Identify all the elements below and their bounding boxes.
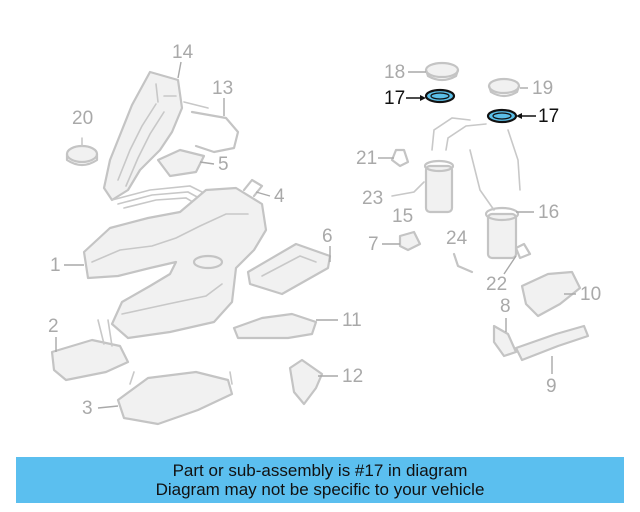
svg-text:13: 13 [212,78,233,99]
part-2-strap [50,319,130,382]
label-6: 6 [322,226,333,262]
label-1: 1 [50,255,84,276]
label-20: 20 [72,108,93,129]
label-17-left: 17 [384,88,426,109]
label-23: 23 [362,188,383,209]
part-17-seal-ring-right [486,108,518,124]
part-22-clip [514,242,532,260]
label-14: 14 [172,42,194,79]
label-5: 5 [199,154,229,175]
svg-text:1: 1 [50,255,61,276]
part-17-seal-ring-left [424,88,456,104]
label-10: 10 [564,284,601,305]
svg-text:2: 2 [48,316,59,337]
label-2: 2 [48,316,59,352]
part-11-bracket [232,312,318,340]
svg-text:5: 5 [218,154,229,175]
svg-text:15: 15 [392,206,413,227]
label-18: 18 [384,62,426,83]
svg-text:21: 21 [356,148,377,169]
banner-line-1: Part or sub-assembly is #17 in diagram [172,461,468,480]
part-24-bracket [452,252,474,274]
svg-text:14: 14 [172,42,194,63]
info-banner: Part or sub-assembly is #17 in diagram D… [16,457,624,503]
svg-text:8: 8 [500,296,511,317]
svg-text:18: 18 [384,62,405,83]
part-19-retainer [487,77,521,98]
svg-text:19: 19 [532,78,553,99]
part-14-filler-neck [102,70,184,202]
svg-text:23: 23 [362,188,383,209]
svg-text:16: 16 [538,202,559,223]
part-4-bracket [242,178,264,198]
part-7-sensor [398,230,422,252]
part-20-cap [65,137,99,167]
part-10-heat-shield [520,270,582,318]
svg-text:17: 17 [384,88,405,109]
label-19: 19 [520,78,553,99]
svg-text:11: 11 [342,310,362,331]
part-3-shield [116,370,234,426]
part-5-bracket [156,148,206,178]
label-21: 21 [356,148,394,169]
label-9: 9 [546,356,557,397]
part-1-fuel-tank [82,186,268,340]
part-16-fuel-sender [469,129,521,260]
label-15: 15 [392,206,413,227]
part-8-bracket [492,324,518,358]
part-12-bracket [288,358,324,406]
label-12: 12 [318,366,363,387]
banner-line-2: Diagram may not be specific to your vehi… [155,480,485,499]
part-15-fuel-pump [423,117,487,214]
svg-text:3: 3 [82,398,93,419]
svg-text:9: 9 [546,376,557,397]
svg-text:6: 6 [322,226,333,247]
label-16: 16 [516,202,559,223]
label-3: 3 [82,398,119,419]
label-8: 8 [500,296,511,332]
svg-text:7: 7 [368,234,379,255]
label-11: 11 [316,310,362,331]
svg-text:4: 4 [274,186,285,207]
svg-text:17: 17 [538,106,559,127]
label-22: 22 [486,255,517,295]
label-4: 4 [255,186,285,207]
part-13-line [183,101,240,154]
part-23-line [391,181,425,197]
part-6-shield [246,242,332,296]
part-21-connector [390,148,410,168]
svg-text:12: 12 [342,366,363,387]
svg-text:24: 24 [446,228,468,249]
svg-text:22: 22 [486,274,507,295]
label-7: 7 [368,234,400,255]
part-9-rail [514,324,590,362]
svg-text:20: 20 [72,108,93,129]
svg-text:10: 10 [580,284,601,305]
label-13: 13 [212,78,233,116]
label-17-right: 17 [516,106,559,127]
part-18-retainer [424,61,460,82]
label-24: 24 [446,228,468,249]
